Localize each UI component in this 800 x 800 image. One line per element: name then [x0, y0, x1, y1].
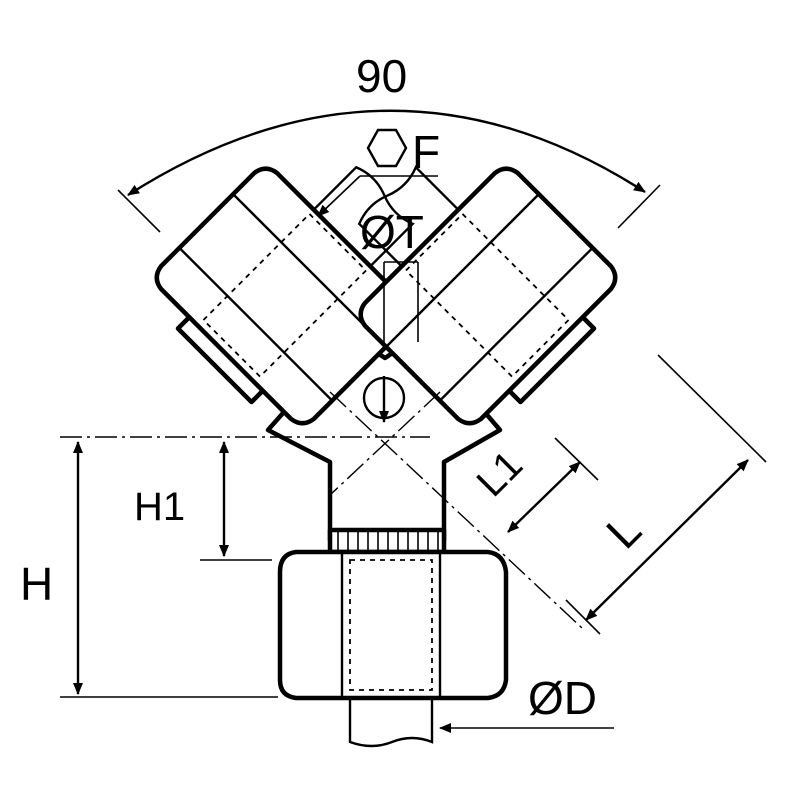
length1-label: L1 [469, 443, 532, 506]
height1-dimension: H1 [134, 441, 272, 561]
hex-label: F [412, 126, 440, 178]
length1-dimension: L1 [469, 437, 599, 533]
length-label: L [596, 503, 651, 558]
bore-dimension: ØT [360, 206, 424, 423]
height-label: H [20, 558, 53, 610]
height-dimension: H [20, 441, 278, 698]
bottom-hex-nut [277, 549, 509, 701]
height1-label: H1 [134, 485, 185, 529]
hexagon-icon [366, 128, 408, 168]
bottom-thread [327, 527, 447, 555]
left-branch [154, 165, 415, 426]
diameter-label: ØD [528, 672, 597, 724]
length-dimension: L [565, 354, 767, 635]
right-branch [357, 165, 618, 426]
hex-dimension: F [317, 126, 440, 217]
angle-dimension: 90 [117, 50, 661, 233]
diameter-dimension: ØD [439, 672, 614, 733]
bore-label: ØT [360, 206, 424, 258]
centerlines [60, 391, 583, 629]
bottom-pipe [348, 698, 434, 748]
angle-label: 90 [356, 50, 407, 102]
